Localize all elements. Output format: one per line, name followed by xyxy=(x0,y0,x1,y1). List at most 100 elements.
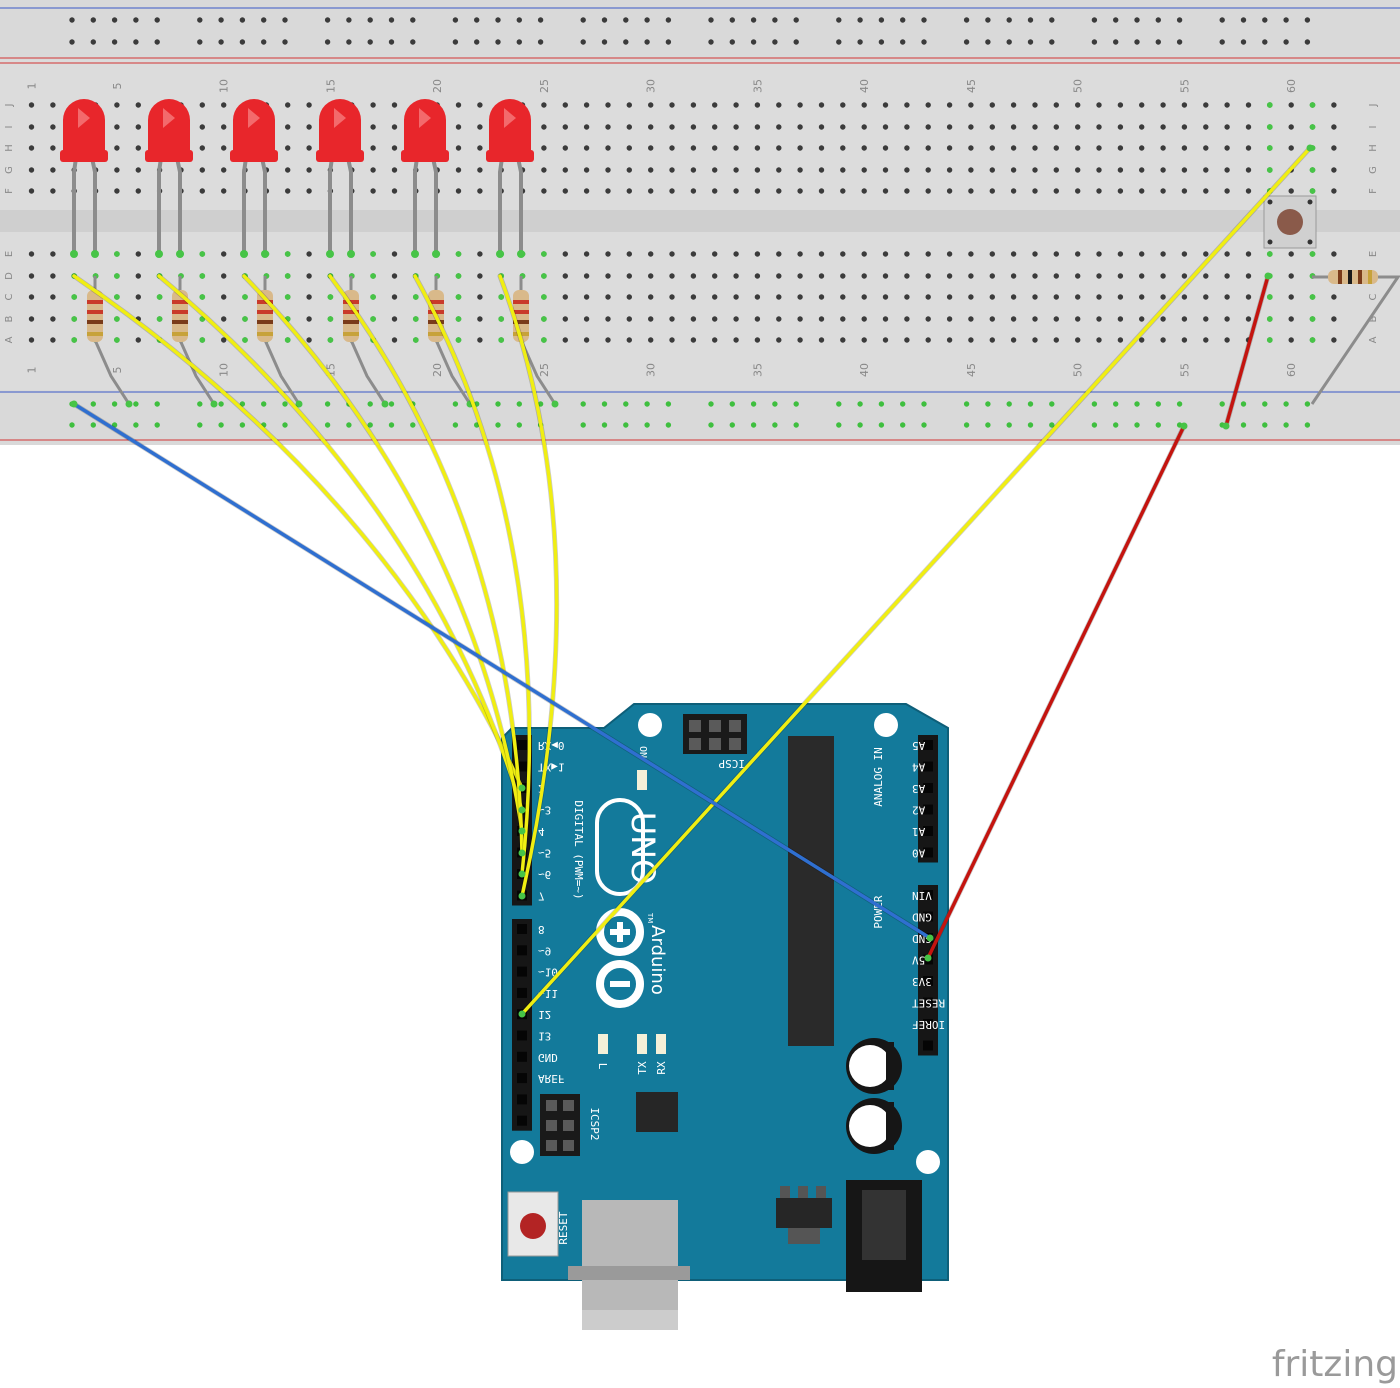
connected-hole xyxy=(541,316,547,322)
resistor-band xyxy=(1358,270,1362,284)
breadboard-hole xyxy=(605,145,611,151)
led-lead xyxy=(260,157,267,252)
breadboard-hole xyxy=(1181,188,1188,194)
connected-hole xyxy=(284,337,291,343)
rail-hole xyxy=(900,17,906,23)
breadboard-hole xyxy=(455,124,462,130)
breadboard-hole xyxy=(733,337,739,343)
breadboard-hole xyxy=(861,294,867,300)
breadboard-hole xyxy=(818,102,825,108)
resistor-band xyxy=(343,300,359,304)
breadboard-hole xyxy=(1203,145,1209,151)
connection-point xyxy=(381,400,389,408)
rail-hole xyxy=(133,39,139,45)
rail-hole xyxy=(1113,422,1119,428)
header-socket xyxy=(923,847,933,858)
breadboard-hole xyxy=(925,294,931,300)
breadboard-hole xyxy=(925,251,931,257)
reset-button[interactable] xyxy=(507,1191,559,1257)
breadboard-hole xyxy=(28,124,35,130)
rail-hole xyxy=(239,39,246,45)
breadboard-hole xyxy=(840,167,846,173)
led xyxy=(60,99,108,258)
breadboard-hole xyxy=(1010,316,1017,322)
pushbutton-pin xyxy=(1307,239,1313,245)
column-number-label: 20 xyxy=(431,363,444,377)
rail-hole xyxy=(1262,401,1268,407)
breadboard-hole xyxy=(370,124,376,130)
breadboard-hole xyxy=(797,251,803,257)
header-body xyxy=(918,885,938,1056)
led-tx xyxy=(637,1034,647,1054)
connected-hole xyxy=(284,294,291,300)
breadboard-hole xyxy=(946,124,953,130)
connected-hole xyxy=(1309,188,1316,194)
row-letter-label: I xyxy=(4,126,15,129)
connected-hole xyxy=(199,294,206,300)
connection-point xyxy=(926,934,934,942)
pushbutton[interactable] xyxy=(1263,195,1317,249)
column-number-label: 1 xyxy=(26,83,39,90)
rail-hole xyxy=(516,17,522,23)
breadboard-hole xyxy=(1139,124,1145,130)
breadboard-hole xyxy=(50,337,56,343)
breadboard-hole xyxy=(1010,102,1017,108)
breadboard-hole xyxy=(562,124,568,130)
rail-hole xyxy=(495,39,501,45)
breadboard-hole xyxy=(199,188,205,194)
rail-hole xyxy=(1219,39,1225,45)
connected-hole xyxy=(370,316,376,322)
breadboard-hole xyxy=(626,188,632,194)
breadboard-hole xyxy=(583,316,590,322)
breadboard-hole xyxy=(370,188,376,194)
breadboard-hole xyxy=(199,167,205,173)
rail-hole xyxy=(836,422,842,428)
breadboard-hole xyxy=(1331,124,1337,130)
breadboard-hole xyxy=(1096,251,1102,257)
arduino-brand-label: Arduino xyxy=(647,925,668,995)
breadboard-hole xyxy=(391,337,398,343)
breadboard-hole xyxy=(946,167,953,173)
breadboard-hole xyxy=(221,316,227,322)
breadboard-hole xyxy=(28,188,35,194)
connected-hole xyxy=(199,337,206,343)
breadboard-hole xyxy=(1053,316,1060,322)
resistor xyxy=(87,276,133,408)
connected-hole xyxy=(1309,294,1316,300)
row-letter-label: E xyxy=(1368,251,1379,257)
signal-wire xyxy=(157,274,524,812)
breadboard-hole xyxy=(861,188,867,194)
breadboard-hole xyxy=(605,102,611,108)
connected-hole xyxy=(370,251,376,257)
breadboard-hole xyxy=(1075,316,1081,322)
breadboard-hole xyxy=(904,273,910,279)
breadboard-hole xyxy=(135,145,141,151)
breadboard-hole xyxy=(648,102,654,108)
breadboard-hole xyxy=(882,188,889,194)
power-pin-label: GND xyxy=(912,911,932,924)
breadboard-hole xyxy=(904,251,910,257)
digital-pin-label: 7 xyxy=(538,890,545,903)
rail-hole xyxy=(601,39,608,45)
connected-hole xyxy=(1266,251,1273,257)
connected-hole xyxy=(370,273,376,279)
header-socket xyxy=(517,1051,527,1062)
breadboard-hole xyxy=(733,251,739,257)
breadboard-hole xyxy=(1288,294,1294,300)
rail-hole xyxy=(623,401,629,407)
connected-hole xyxy=(1266,167,1273,173)
rail-hole xyxy=(900,401,906,407)
rail-hole xyxy=(1027,422,1034,428)
breadboard-hole xyxy=(904,102,910,108)
breadboard-hole xyxy=(477,124,483,130)
resistor-lead xyxy=(263,339,301,405)
rail-hole xyxy=(111,401,118,407)
breadboard-hole xyxy=(925,124,931,130)
breadboard-hole xyxy=(797,294,803,300)
breadboard-hole xyxy=(989,294,995,300)
rail-hole xyxy=(1240,422,1247,428)
led-highlight xyxy=(419,108,431,128)
rail-hole xyxy=(133,17,139,23)
column-number-label: 45 xyxy=(965,79,978,93)
signal-wire xyxy=(242,274,524,833)
